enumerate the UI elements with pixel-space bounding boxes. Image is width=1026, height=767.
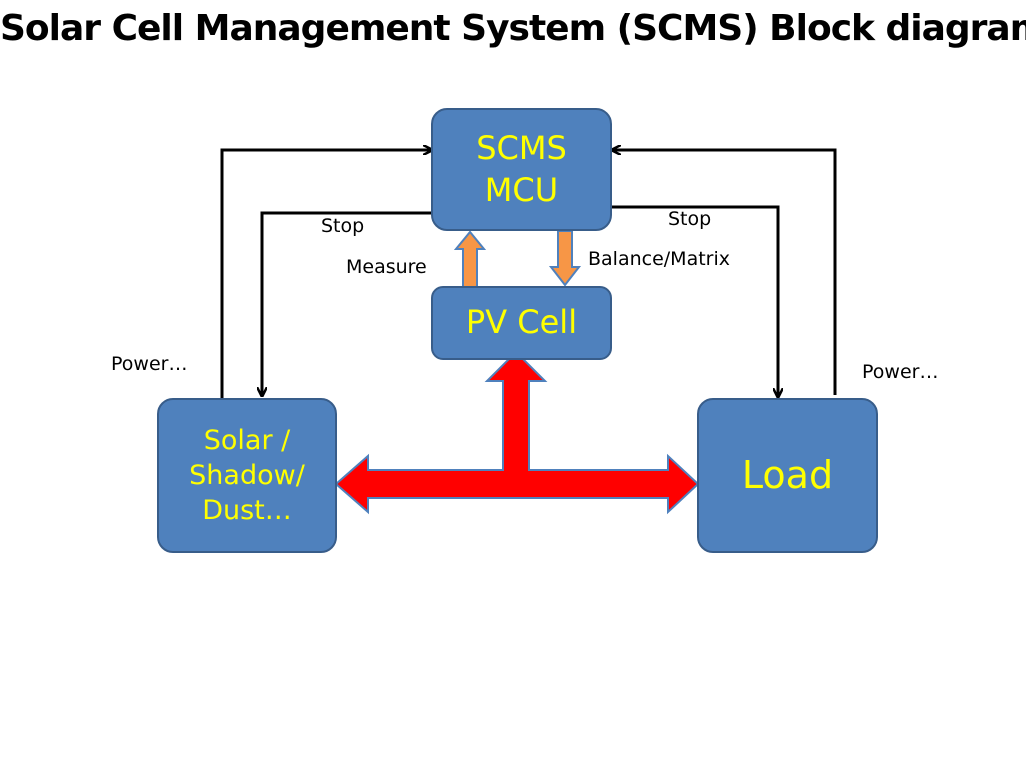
stop-label-right: Stop bbox=[668, 208, 712, 230]
balance-matrix-label: Balance/Matrix bbox=[588, 248, 730, 270]
solar-label-line2: Shadow/ bbox=[189, 459, 305, 491]
power-line-left bbox=[220, 150, 432, 400]
pv-cell-block: PV Cell bbox=[431, 286, 612, 360]
diagram-title: Solar Cell Management System (SCMS) Bloc… bbox=[0, 8, 1026, 49]
mcu-label-line2: MCU bbox=[484, 170, 559, 209]
stop-label-left: Stop bbox=[321, 215, 365, 237]
stop-line-right bbox=[612, 205, 778, 397]
power-flow-arrow bbox=[334, 350, 700, 515]
solar-label-line3: Dust… bbox=[202, 495, 292, 527]
scms-mcu-block: SCMS MCU bbox=[431, 108, 612, 231]
power-label-left: Power… bbox=[111, 353, 188, 375]
load-block: Load bbox=[697, 398, 878, 553]
stop-line-left bbox=[262, 211, 432, 396]
solar-shadow-dust-block: Solar / Shadow/ Dust… bbox=[157, 398, 337, 553]
load-label: Load bbox=[741, 452, 834, 497]
mcu-label-line1: SCMS bbox=[476, 128, 567, 167]
power-label-right: Power… bbox=[862, 361, 939, 383]
measure-arrow bbox=[453, 230, 487, 288]
measure-label: Measure bbox=[346, 256, 427, 278]
pv-cell-label: PV Cell bbox=[465, 303, 578, 342]
balance-arrow bbox=[548, 230, 582, 287]
solar-label-line1: Solar / bbox=[203, 424, 291, 456]
power-line-right bbox=[612, 150, 837, 395]
